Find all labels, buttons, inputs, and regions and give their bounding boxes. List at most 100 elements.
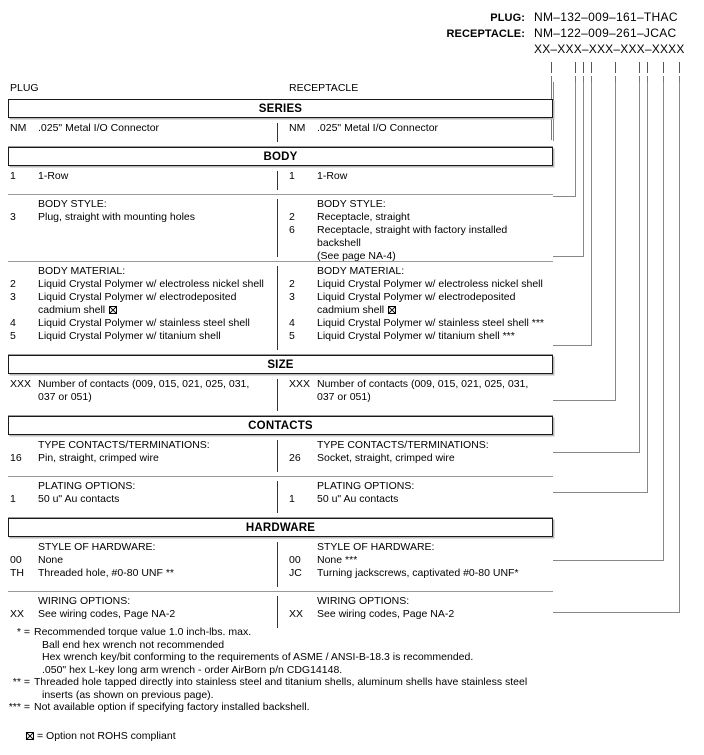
section-title-band: BODY — [8, 147, 553, 166]
option-subtitle: BODY STYLE: — [317, 198, 386, 210]
option-text-continuation: 037 or 051) — [317, 391, 371, 403]
section-connector — [553, 82, 616, 401]
footnote-line: Hex wrench key/bit conforming to the req… — [8, 651, 608, 664]
footnote-text: inserts (as shown on previous page). — [42, 688, 214, 701]
rohs-box-icon — [26, 732, 34, 740]
option-subtitle: STYLE OF HARDWARE: — [38, 541, 156, 553]
option-subtitle: WIRING OPTIONS: — [38, 595, 131, 607]
footnote-line: Ball end hex wrench not recommended — [8, 639, 608, 652]
option-code: 5 — [10, 330, 16, 342]
leader-line — [647, 76, 648, 492]
option-text: Pin, straight, crimped wire — [38, 452, 159, 464]
leader-tick — [679, 62, 680, 73]
option-code: 2 — [289, 278, 295, 290]
option-subtitle: STYLE OF HARDWARE: — [317, 541, 435, 553]
column-divider — [277, 596, 278, 628]
section-connector — [553, 82, 680, 613]
option-code: 00 — [289, 554, 301, 566]
part-number-row: PLUG: NM–132–009–161–THAC — [0, 10, 704, 26]
option-code: 4 — [10, 317, 16, 329]
option-code: 3 — [289, 291, 295, 303]
section-connector — [553, 82, 554, 141]
option-text: .025" Metal I/O Connector — [38, 122, 160, 134]
option-code: TH — [10, 567, 24, 579]
leader-line — [575, 76, 576, 196]
part-number-leader-ticks — [0, 62, 704, 76]
section-title: BODY — [263, 150, 298, 163]
option-row: 2 Liquid Crystal Polymer w/ electroless n… — [289, 278, 553, 291]
option-subtitle: BODY STYLE: — [38, 198, 107, 210]
option-code: 16 — [10, 452, 22, 464]
option-text: See wiring codes, Page NA-2 — [38, 608, 176, 620]
footnote-text: Ball end hex wrench not recommended — [42, 638, 225, 651]
footnotes: * =Recommended torque value 1.0 inch-lbs… — [8, 626, 608, 714]
section-title-band: SERIES — [8, 99, 553, 118]
option-row: 00 None *** — [289, 554, 553, 567]
option-text: .025" Metal I/O Connector — [317, 122, 439, 134]
part-number-value: NM–132–009–161–THAC — [534, 10, 678, 24]
option-subtitle: TYPE CONTACTS/TERMINATIONS: — [317, 439, 489, 451]
option-text: None *** — [317, 554, 358, 566]
section-title-band: HARDWARE — [8, 518, 553, 537]
option-row-continuation: 037 or 051) — [10, 391, 275, 404]
footnote-marker: *** = — [8, 701, 30, 713]
leader-line — [583, 76, 584, 256]
column-divider — [277, 266, 278, 350]
part-number-label: PLUG: — [490, 12, 525, 24]
option-code: XX — [10, 608, 25, 620]
leader-tick — [639, 62, 640, 73]
column-header-left: PLUG — [10, 82, 39, 94]
footnote-line: * =Recommended torque value 1.0 inch-lbs… — [8, 626, 608, 639]
section-title: SIZE — [267, 358, 294, 371]
option-code: 00 — [10, 554, 22, 566]
option-column-right: BODY MATERIAL: 2 Liquid Crystal Polymer w/… — [289, 265, 553, 343]
footnote-marker: * = — [16, 626, 30, 638]
option-text: Liquid Crystal Polymer w/ electroless ni… — [317, 278, 543, 290]
section-connector — [553, 82, 648, 493]
option-code: 2 — [10, 278, 16, 290]
option-row: XX See wiring codes, Page NA-2 — [10, 608, 275, 621]
footnote-text: Not available option if specifying facto… — [34, 701, 310, 713]
column-divider — [277, 542, 278, 587]
option-subtitle: BODY MATERIAL: — [317, 265, 405, 277]
leader-tick — [591, 62, 592, 73]
option-text-continuation: (See page NA-4) — [317, 250, 396, 262]
option-text: None — [38, 554, 64, 566]
rohs-legend: = Option not ROHS compliant — [8, 730, 176, 743]
leader-tick — [663, 62, 664, 73]
part-number-label: RECEPTACLE: — [446, 28, 525, 40]
option-row-continuation: (See page NA-4) — [289, 250, 553, 263]
footnote-text: .050" hex L-key long arm wrench - order … — [42, 663, 343, 676]
option-code: 2 — [289, 211, 295, 223]
footnote-text: Threaded hole tapped directly into stain… — [34, 676, 528, 688]
column-divider — [277, 379, 278, 411]
section-body: TYPE CONTACTS/TERMINATIONS: 16 Pin, straig… — [8, 436, 553, 518]
option-block: TYPE CONTACTS/TERMINATIONS: 16 Pin, straig… — [8, 436, 553, 476]
option-row: 00 None — [10, 554, 275, 567]
column-divider — [277, 171, 278, 190]
